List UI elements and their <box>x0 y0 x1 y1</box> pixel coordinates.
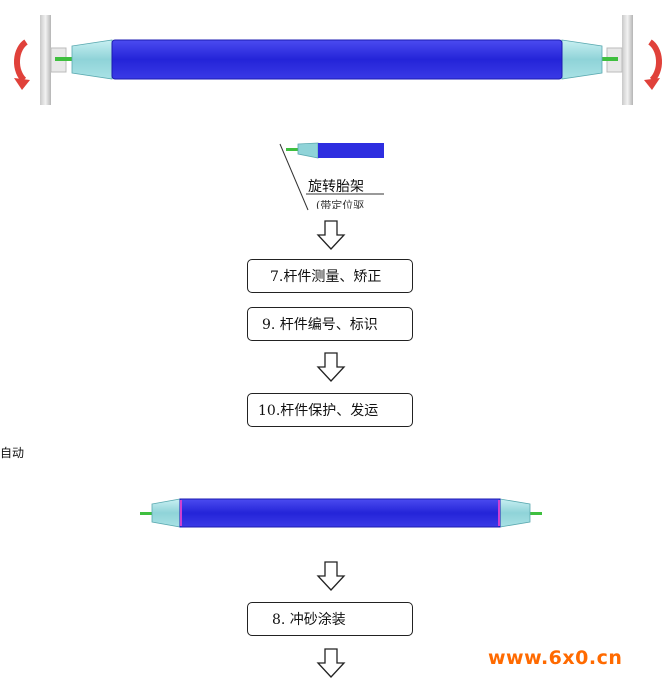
step-10-box: 10.杆件保护、发运 <box>247 393 413 427</box>
down-arrow-icon <box>316 648 346 678</box>
side-label: 自动 <box>0 446 25 460</box>
cropped-fixture-figure <box>279 142 384 211</box>
rod-body <box>179 498 501 528</box>
left-end-cap <box>71 39 113 80</box>
left-end-cap <box>151 498 181 528</box>
rod-body <box>111 39 563 80</box>
step-7-box: 7.杆件测量、矫正 <box>247 259 413 293</box>
fixture-sublabel: (带定位驱 <box>316 199 365 209</box>
step-9-box: 9. 杆件编号、标识 <box>247 307 413 341</box>
left-fixture-plate <box>40 15 51 105</box>
step-8-box: 8. 冲砂涂装 <box>247 602 413 636</box>
right-end-cap <box>561 39 603 80</box>
fixture-label: 旋转胎架 <box>308 179 364 195</box>
site-watermark: www.6x0.cn <box>488 647 623 669</box>
rotating-rod-figure <box>14 15 662 105</box>
down-arrow-icon <box>316 352 346 382</box>
down-arrow-icon <box>316 220 346 250</box>
right-shaft <box>598 57 618 61</box>
rod-figure <box>140 498 542 528</box>
left-shaft <box>55 57 75 61</box>
down-arrow-icon <box>316 561 346 591</box>
right-end-cap <box>499 498 531 528</box>
right-rotation-arrow-icon <box>648 39 662 83</box>
right-fixture-plate <box>622 15 633 105</box>
left-rotation-arrow-icon <box>14 39 28 83</box>
